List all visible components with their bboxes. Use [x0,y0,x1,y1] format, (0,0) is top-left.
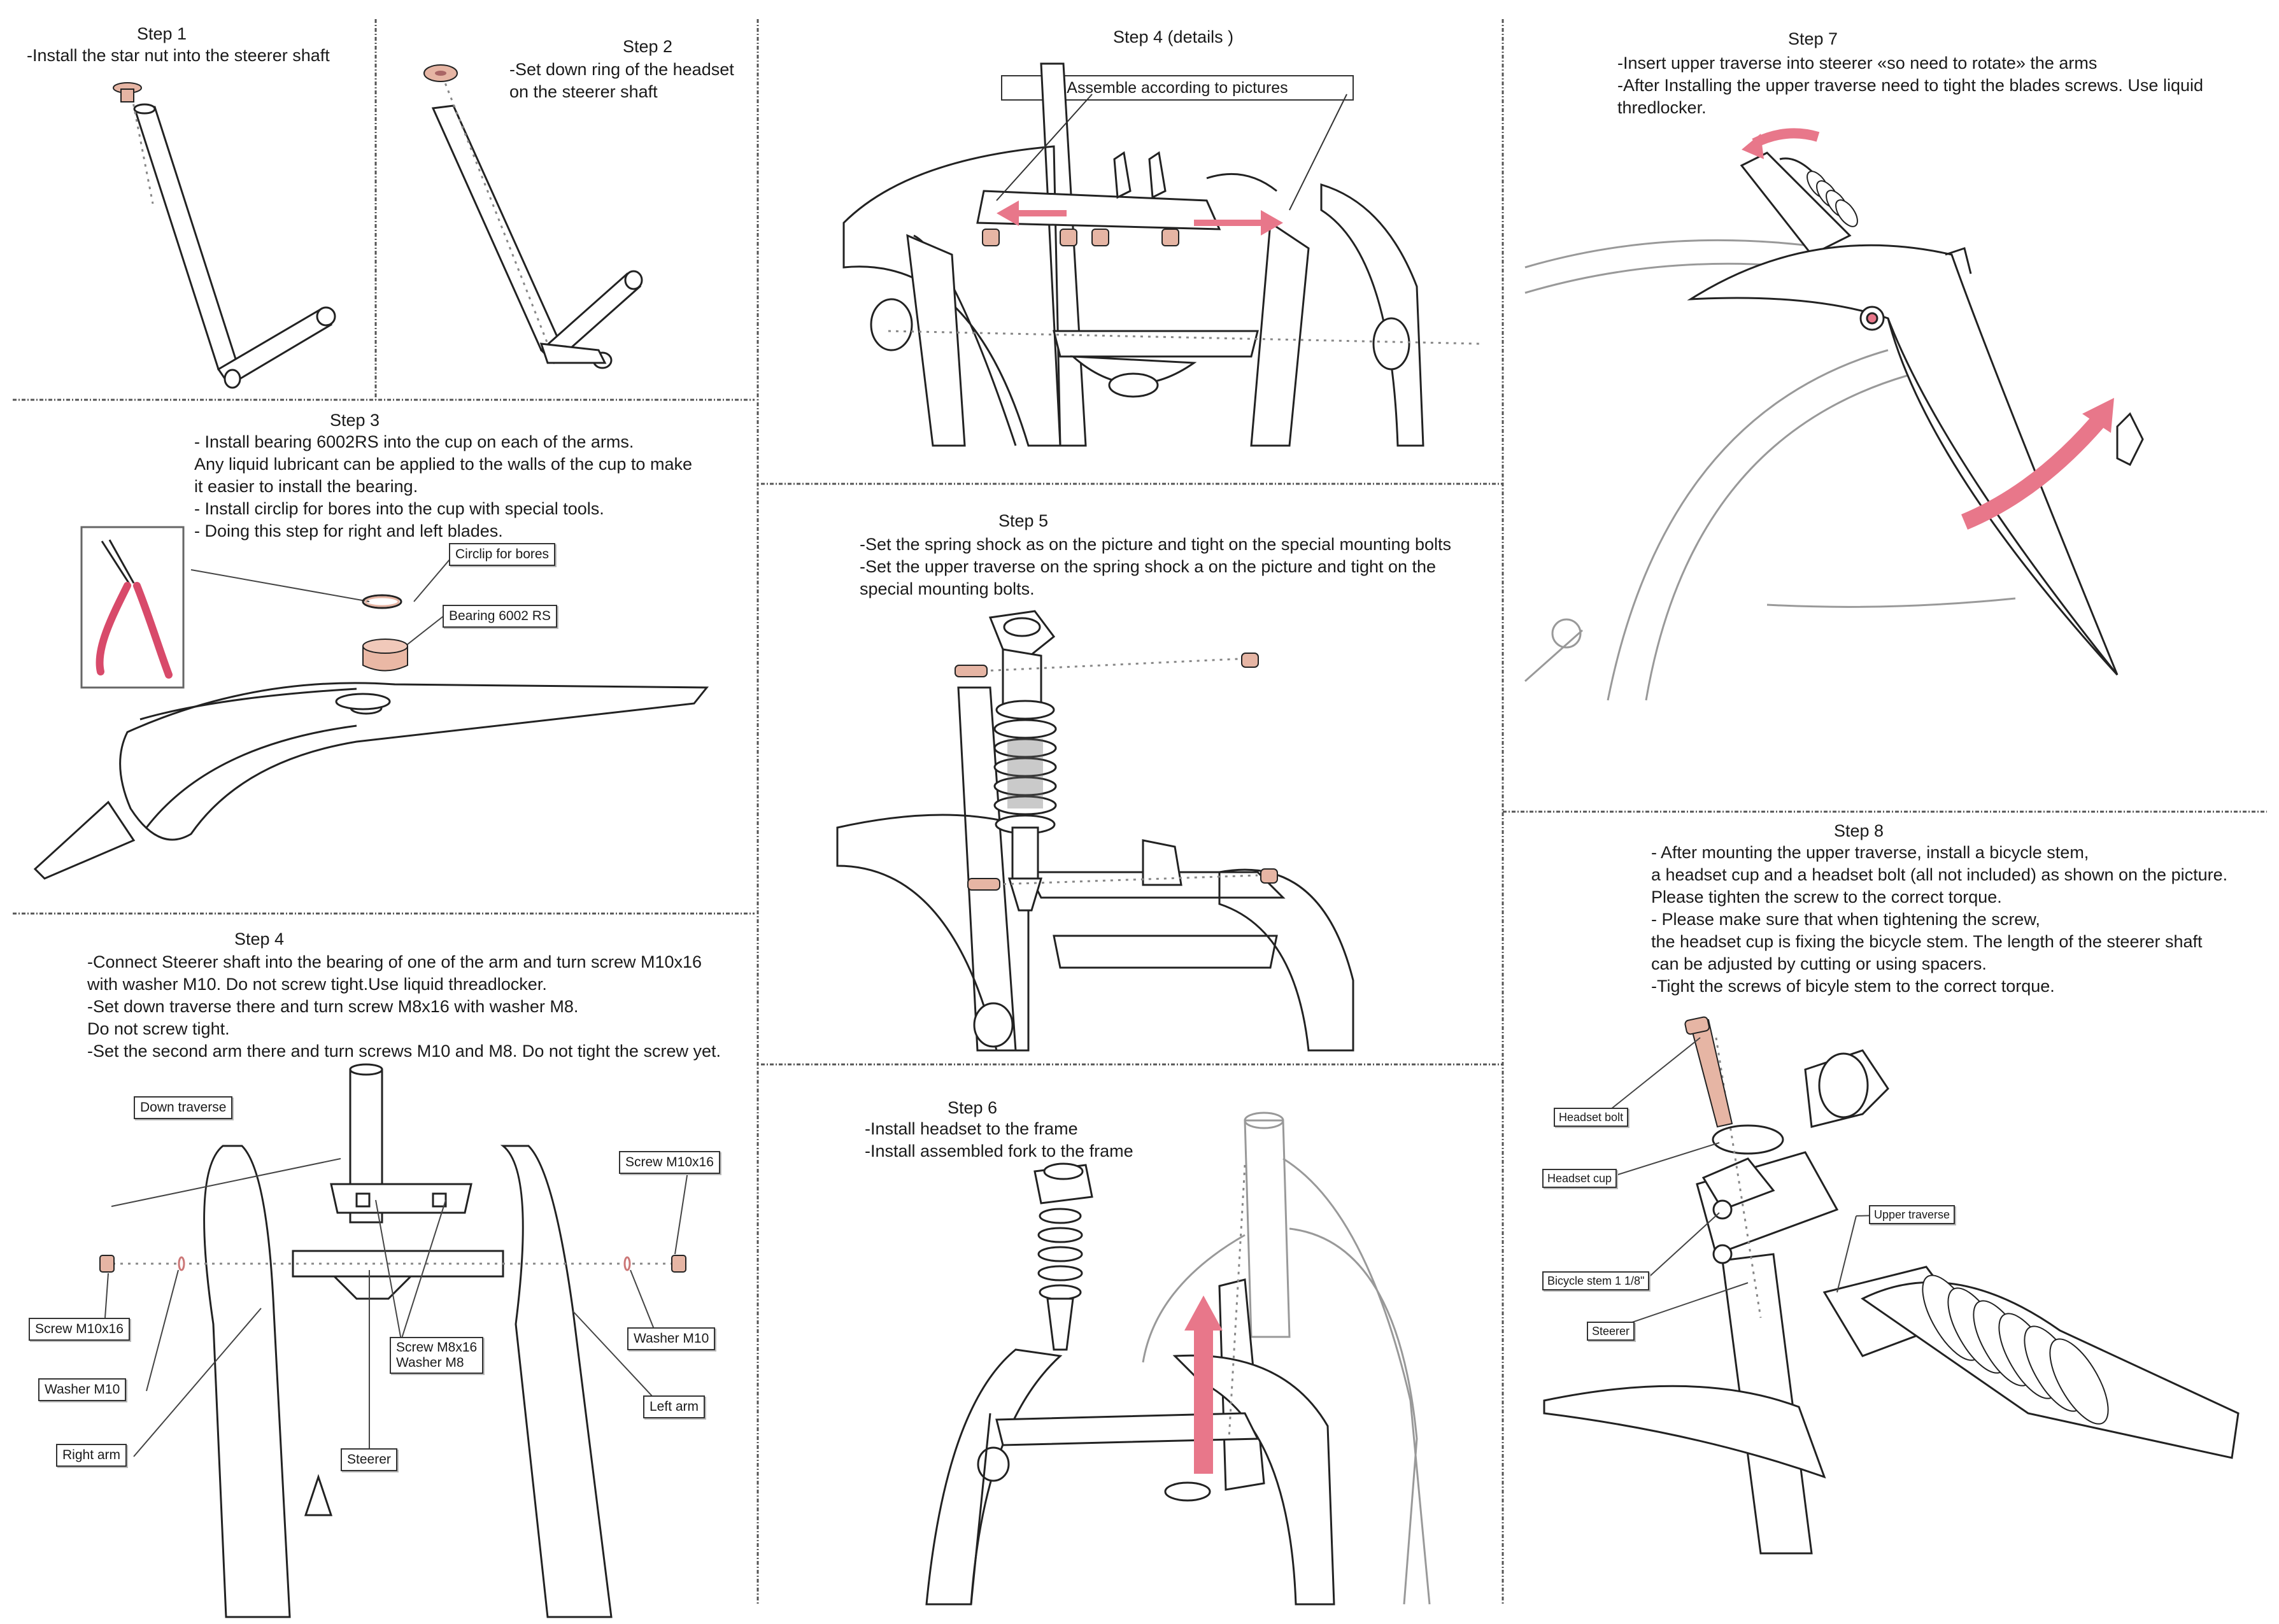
step-5-text: -Set the spring shock as on the picture … [860,533,1451,600]
steerer-label-s4: Steerer [341,1448,397,1471]
step-7-text: -Insert upper traverse into steerer «so … [1617,52,2203,119]
step-5-line: -Set the spring shock as on the picture … [860,535,1452,554]
step-1-title: Step 1 [137,24,187,43]
step-3-line: - Install circlip for bores into the cup… [194,499,604,518]
washer-m8-text: Washer M8 [396,1355,464,1370]
step-5-illustration [836,610,1354,1052]
step-3-text: - Install bearing 6002RS into the cup on… [194,431,692,542]
step-4-line: -Connect Steerer shaft into the bearing … [87,952,702,971]
right-arm-label: Right arm [56,1444,127,1467]
step-4-line: with washer M10. Do not screw tight.Use … [87,975,547,994]
screw-m8-label: Screw M8x16 Washer M8 [390,1337,484,1374]
step-3-line: - Install bearing 6002RS into the cup on… [194,432,634,451]
steerer-label-s8: Steerer [1587,1322,1635,1341]
step-3-line: Any liquid lubricant can be applied to t… [194,455,692,474]
step-5-title: Step 5 [998,511,1049,530]
step-4-details-title: Step 4 (details ) [1113,27,1234,46]
step-8-line: a headset cup and a headset bolt (all no… [1651,865,2228,884]
upper-traverse-label: Upper traverse [1869,1205,1956,1224]
step-6-text: -Install headset to the frame -Install a… [865,1118,1133,1162]
step-2-line: -Set down ring of the headset [509,60,734,79]
step-7-line: thredlocker. [1617,98,1707,117]
headset-cup-label: Headset cup [1542,1169,1617,1188]
washer-m10-left-label: Washer M10 [38,1378,127,1401]
step-4-details-illustration [842,62,1481,447]
step-1-illustration [113,82,336,389]
step-7-illustration [1524,128,2144,701]
bicycle-stem-label: Bicycle stem 1 1/8" [1542,1271,1650,1290]
step-8-line: can be adjusted by cutting or using spac… [1651,954,1987,973]
step-4-line: -Set the second arm there and turn screw… [87,1041,721,1061]
step-7-line: -After Installing the upper traverse nee… [1617,76,2203,95]
screw-m10-right-label: Screw M10x16 [619,1151,720,1174]
step-2-illustration [423,64,643,369]
step-3-line: - Doing this step for right and left bla… [194,521,503,540]
step-8-text: - After mounting the upper traverse, ins… [1651,842,2227,998]
left-arm-label: Left arm [643,1395,706,1418]
step-8-illustration [1543,1016,2240,1555]
step-8-title: Step 8 [1834,821,1884,840]
washer-m10-right-label: Washer M10 [627,1327,716,1350]
screw-m8-text: Screw M8x16 [396,1340,478,1355]
step-4-illustration [99,1063,688,1618]
bearing-label: Bearing 6002 RS [443,605,557,628]
step-1-line: -Install the star nut into the steerer s… [27,46,330,65]
step-4-line: Do not screw tight. [87,1019,230,1038]
step-3-title: Step 3 [330,411,380,430]
headset-bolt-label: Headset bolt [1554,1108,1629,1127]
step-8-line: - Please make sure that when tightening … [1651,910,2040,929]
step-8-line: -Tight the screws of bicyle stem to the … [1651,977,2055,996]
step-8-line: Please tighten the screw to the correct … [1651,887,2002,907]
step-8-line: - After mounting the upper traverse, ins… [1651,843,2089,862]
step-8-line: the headset cup is fixing the bicycle st… [1651,932,2203,951]
screw-m10-left-label: Screw M10x16 [29,1318,130,1341]
circlip-label: Circlip for bores [449,543,556,566]
step-4-text: -Connect Steerer shaft into the bearing … [87,951,721,1063]
step-4-line: -Set down traverse there and turn screw … [87,997,579,1016]
step-6-line: -Install assembled fork to the frame [865,1141,1133,1161]
step-4-title: Step 4 [234,929,285,949]
step-7-title: Step 7 [1788,29,1838,48]
step-5-line: -Set the upper traverse on the spring sh… [860,557,1437,576]
step-6-illustration [925,1112,1431,1606]
step-7-line: -Insert upper traverse into steerer «so … [1617,53,2098,73]
step-1-text: -Install the star nut into the steerer s… [27,45,330,67]
step-2-line: on the steerer shaft [509,82,658,101]
step-5-line: special mounting bolts. [860,579,1035,598]
step-2-title: Step 2 [623,37,673,56]
down-traverse-label: Down traverse [134,1096,233,1119]
step-3-illustration [33,526,709,880]
step-6-title: Step 6 [948,1098,998,1117]
step-6-line: -Install headset to the frame [865,1119,1078,1138]
step-2-text: -Set down ring of the headset on the ste… [509,59,734,103]
step-3-line: it easier to install the bearing. [194,477,418,496]
